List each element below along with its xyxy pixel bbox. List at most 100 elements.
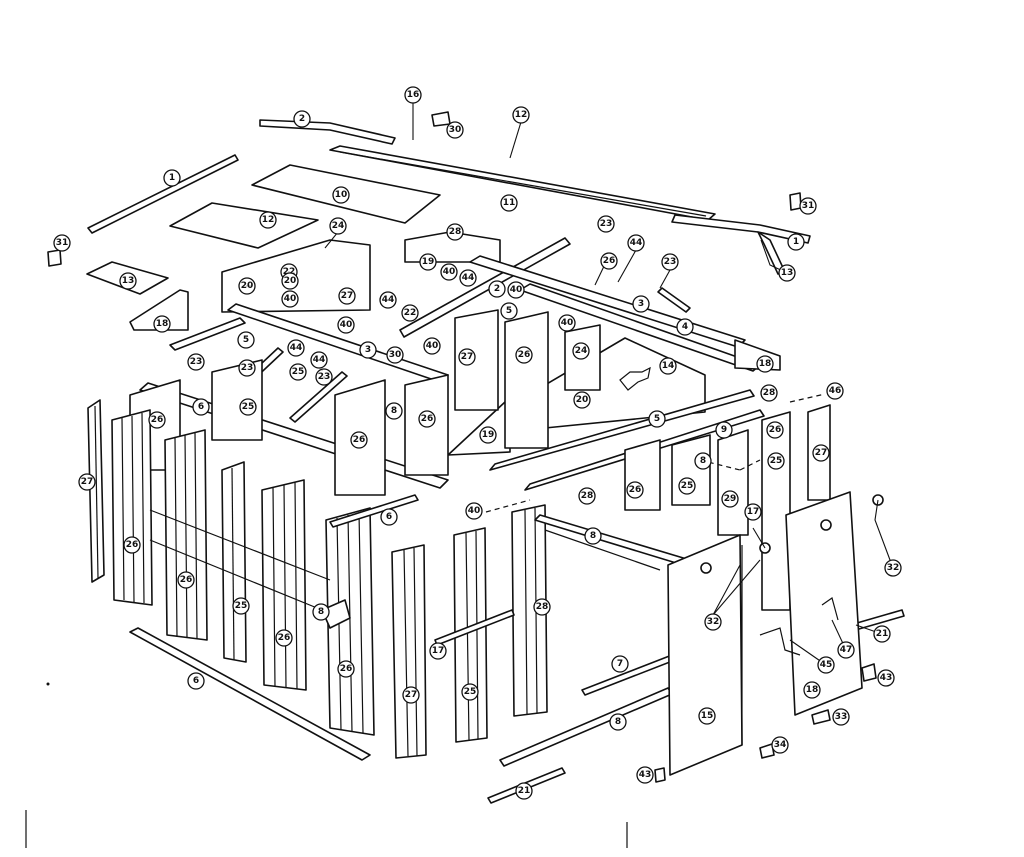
callout: 40: [423, 337, 441, 355]
back-panel-8: [624, 439, 661, 511]
callout: 27: [78, 473, 96, 491]
svg-text:44: 44: [382, 295, 395, 305]
callout: 45: [817, 656, 835, 674]
svg-text:26: 26: [629, 485, 642, 495]
callout: 19: [419, 253, 437, 271]
callout: 24: [329, 217, 347, 235]
callout: 2: [293, 110, 311, 128]
svg-text:25: 25: [681, 481, 694, 491]
svg-text:23: 23: [190, 357, 203, 367]
svg-text:22: 22: [404, 308, 417, 318]
svg-text:10: 10: [335, 190, 348, 200]
callout: 25: [767, 452, 785, 470]
callout: 17: [744, 503, 762, 521]
callout: 6: [187, 672, 205, 690]
svg-text:20: 20: [576, 395, 589, 405]
floor-8-curve: [321, 599, 351, 629]
callout: 16: [404, 86, 422, 104]
callout: 26: [350, 431, 368, 449]
guide-lines: [485, 393, 826, 513]
callout: 26: [515, 346, 533, 364]
callout: 8: [385, 402, 403, 420]
svg-text:44: 44: [290, 343, 303, 353]
svg-text:24: 24: [575, 346, 588, 356]
svg-text:12: 12: [262, 215, 275, 225]
callout: 31: [53, 234, 71, 252]
callout: 21: [873, 625, 891, 643]
svg-text:26: 26: [603, 256, 616, 266]
callout: 47: [837, 641, 855, 659]
svg-text:26: 26: [518, 350, 531, 360]
svg-text:8: 8: [700, 456, 706, 466]
svg-text:45: 45: [820, 660, 833, 670]
beam-3: [469, 255, 746, 348]
callout: 1: [163, 169, 181, 187]
callout: 6: [380, 508, 398, 526]
svg-text:18: 18: [759, 359, 772, 369]
svg-text:1: 1: [169, 173, 175, 183]
callout: 43: [636, 766, 654, 784]
callout: 25: [239, 398, 257, 416]
back-panel-6: [504, 311, 549, 449]
svg-text:14: 14: [662, 361, 675, 371]
back-panel-10: [717, 429, 749, 536]
callout: 27: [812, 444, 830, 462]
svg-text:32: 32: [707, 617, 720, 627]
right-roof-trim: [671, 214, 811, 244]
left-roof-trim: [87, 154, 239, 234]
callout: 10: [332, 186, 350, 204]
callout: 21: [515, 782, 533, 800]
svg-text:25: 25: [464, 687, 477, 697]
callout: 44: [459, 269, 477, 287]
svg-text:44: 44: [630, 238, 643, 248]
svg-text:27: 27: [405, 690, 418, 700]
svg-text:19: 19: [482, 430, 495, 440]
callout: 27: [338, 287, 356, 305]
callout: 44: [627, 234, 645, 252]
callout: 8: [312, 603, 330, 621]
svg-text:6: 6: [386, 512, 392, 522]
roof-panel-12: [169, 202, 319, 249]
svg-text:2: 2: [494, 284, 500, 294]
callout: 26: [177, 571, 195, 589]
callout: 40: [558, 314, 576, 332]
margin-marks: [25, 682, 628, 848]
callouts-extra: [249, 271, 731, 500]
callout: 23: [597, 215, 615, 233]
svg-text:9: 9: [721, 425, 727, 435]
svg-text:15: 15: [701, 711, 714, 721]
callout: 3: [632, 295, 650, 313]
rail-6-mid: [329, 494, 419, 528]
callouts: 16 12 2 30 1 10 11 31 12 24 1 13 31 20 2…: [53, 86, 902, 800]
svg-text:43: 43: [880, 673, 893, 683]
callout: 32: [884, 559, 902, 577]
callout: 40: [337, 316, 355, 334]
callout: 1: [787, 233, 805, 251]
svg-text:31: 31: [802, 201, 815, 211]
callout: 28: [760, 384, 778, 402]
callout: 12: [259, 211, 277, 229]
svg-text:40: 40: [510, 285, 523, 295]
svg-text:17: 17: [747, 507, 760, 517]
svg-text:27: 27: [461, 352, 474, 362]
svg-text:6: 6: [193, 676, 199, 686]
callout: 15: [698, 707, 716, 725]
callout: 28: [578, 487, 596, 505]
svg-text:3: 3: [365, 345, 371, 355]
svg-text:28: 28: [536, 602, 549, 612]
callout: 2: [488, 280, 506, 298]
callout: 24: [572, 342, 590, 360]
svg-text:26: 26: [421, 414, 434, 424]
callout: 33: [832, 708, 850, 726]
svg-text:25: 25: [770, 456, 783, 466]
callout: 12: [512, 106, 530, 124]
svg-text:23: 23: [600, 219, 613, 229]
front-wall-panels: [87, 399, 548, 759]
callout: 30: [386, 346, 404, 364]
callout: 43: [877, 669, 895, 687]
svg-text:40: 40: [340, 320, 353, 330]
end-18-left: [129, 289, 189, 331]
svg-text:32: 32: [887, 563, 900, 573]
ridge-upper-piece: [259, 119, 396, 145]
callout: 8: [694, 452, 712, 470]
